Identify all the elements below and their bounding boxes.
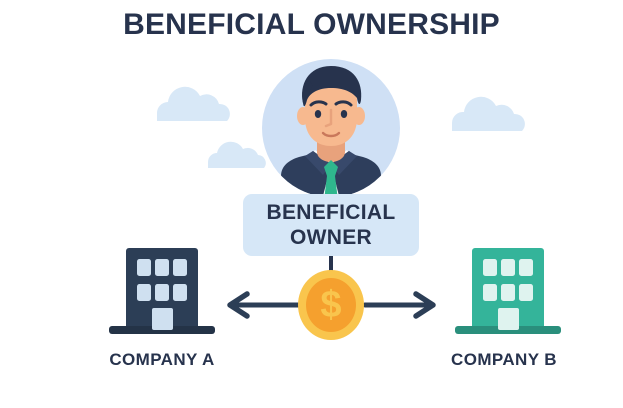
company-b-window [519, 284, 533, 301]
beneficial-owner-label-box: BENEFICIAL OWNER [243, 194, 419, 256]
lapel-fold-left [305, 151, 331, 175]
mouth [321, 131, 341, 138]
company-b-caption: COMPANY B [451, 350, 557, 369]
cloud-right-icon [451, 96, 525, 131]
company-a-caption: COMPANY A [109, 350, 215, 369]
eye-left [314, 110, 322, 118]
eyebrow-right [334, 100, 353, 107]
company-b-window [483, 259, 497, 276]
hair-sideburn-left [302, 78, 313, 105]
nose [324, 108, 333, 128]
arrow-to-company-a-icon [227, 291, 301, 319]
hair [302, 66, 362, 107]
arrow-left-head [227, 291, 250, 319]
arrow-to-company-b-icon [362, 291, 436, 319]
company-a-window [155, 284, 169, 301]
company-b-window [483, 284, 497, 301]
lapel-fold-right [331, 151, 357, 175]
cloud-left-lower-icon [208, 141, 266, 168]
company-a-door [152, 308, 173, 330]
company-a-window [137, 259, 151, 276]
eye-right [340, 110, 348, 118]
company-b-window [501, 259, 515, 276]
arrow-right-head [413, 291, 436, 319]
page-title: BENEFICIAL OWNERSHIP [123, 8, 500, 41]
beneficial-owner-label-line2: OWNER [290, 226, 372, 249]
company-b-window [519, 259, 533, 276]
eyebrow-left [309, 100, 328, 107]
beneficial-owner-label-line1: BENEFICIAL [266, 201, 396, 224]
company-b-door [498, 308, 519, 330]
company-a-window [155, 259, 169, 276]
coin-dollar-symbol: $ [320, 284, 341, 326]
company-a-building-icon [109, 248, 215, 334]
money-coin-icon: $ [298, 270, 364, 340]
coin-inner-face [306, 278, 356, 332]
company-b-window [501, 284, 515, 301]
necktie-knot [324, 160, 338, 179]
portrait-figure [281, 66, 381, 197]
cloud-left-upper-icon [157, 86, 230, 121]
company-a-window [173, 284, 187, 301]
company-a-window [137, 284, 151, 301]
company-b-building-icon [455, 248, 561, 334]
company-a-window [173, 259, 187, 276]
